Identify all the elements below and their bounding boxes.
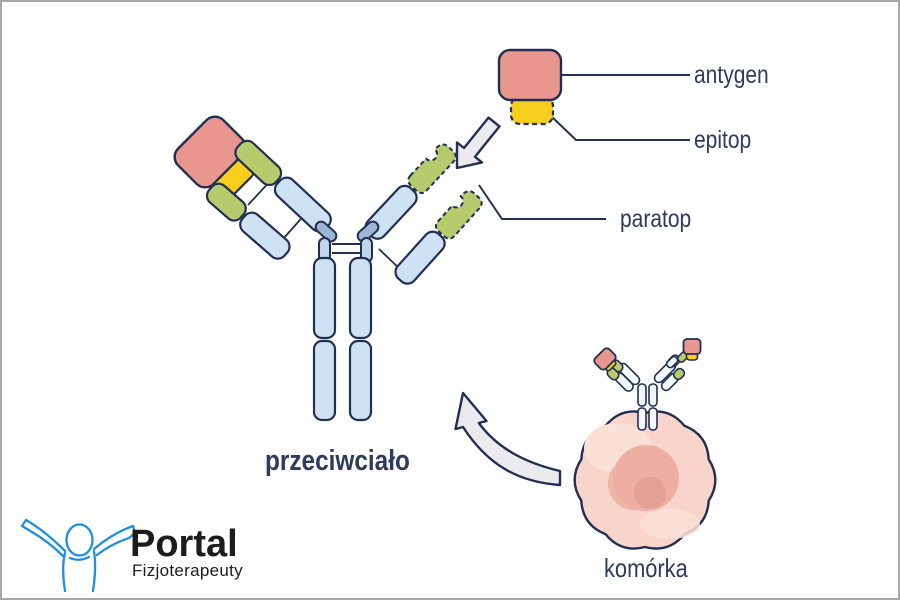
cytoplasm-highlight — [640, 509, 700, 539]
left-arm-light-chain — [205, 182, 291, 260]
paratope-notched-tip — [434, 190, 483, 240]
label-antygen: antygen — [694, 61, 769, 89]
paratop-pointer-line — [478, 184, 606, 220]
right-arm-light-chain — [394, 190, 483, 285]
antigen-with-epitope — [497, 48, 563, 126]
logo-subtitle: Fizjoterapeuty — [132, 561, 243, 580]
mini-antigen — [682, 338, 702, 355]
mini-antigen-with-epitope — [682, 338, 702, 361]
bound-antigen — [173, 115, 247, 189]
membrane-receptor-antibody — [593, 347, 689, 431]
logo-head — [65, 523, 94, 557]
logo-title: Portal — [130, 523, 238, 565]
label-epitop: epitop — [694, 126, 752, 154]
logo-figure — [20, 518, 137, 593]
binding-arrow — [455, 116, 501, 170]
left-arm-heavy-chain — [234, 139, 332, 233]
nucleolus — [634, 477, 666, 509]
label-paratop: paratop — [620, 205, 692, 233]
antibody — [173, 115, 483, 422]
antibody-stalks — [312, 256, 373, 422]
label-komorka: komórka — [604, 553, 688, 583]
paratope-notched-tip — [407, 143, 457, 195]
nucleus-shadow — [607, 464, 639, 511]
label-lines — [478, 74, 690, 220]
epitop-pointer-line — [550, 115, 690, 141]
secretion-curved-arrow — [454, 391, 562, 487]
label-przeciwcialo: przeciwciało — [265, 445, 410, 477]
cell — [573, 338, 717, 550]
antigen-shape — [497, 48, 563, 102]
hinge-region — [314, 220, 380, 263]
